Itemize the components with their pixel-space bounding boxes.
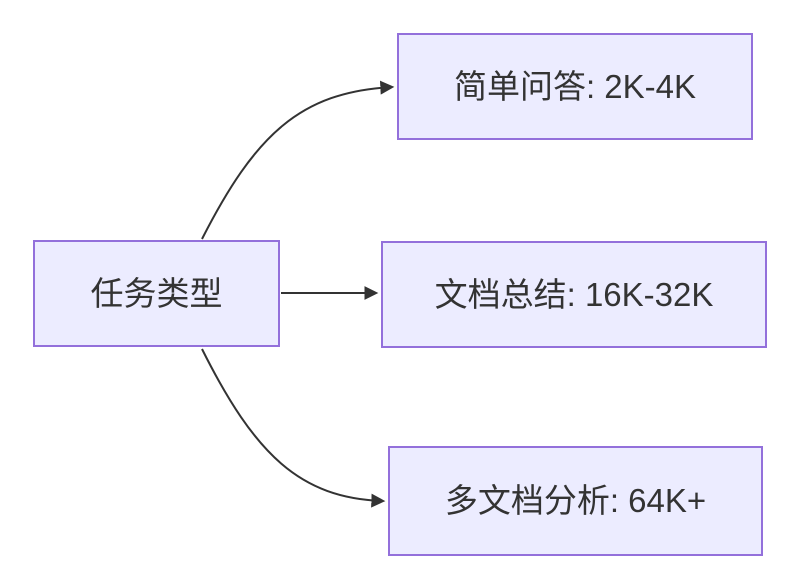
node-task-type: 任务类型: [33, 240, 280, 347]
node-doc-summary-label: 文档总结: 16K-32K: [434, 275, 714, 313]
node-multi-doc: 多文档分析: 64K+: [388, 446, 763, 556]
node-simple-qa-label: 简单问答: 2K-4K: [453, 67, 697, 105]
edge-root-to-multi-doc: [201, 348, 386, 508]
node-simple-qa: 简单问答: 2K-4K: [397, 33, 753, 140]
edge-root-to-simple-qa: [201, 80, 395, 240]
node-doc-summary: 文档总结: 16K-32K: [381, 241, 767, 348]
node-multi-doc-label: 多文档分析: 64K+: [444, 482, 707, 520]
node-task-type-label: 任务类型: [90, 274, 223, 312]
